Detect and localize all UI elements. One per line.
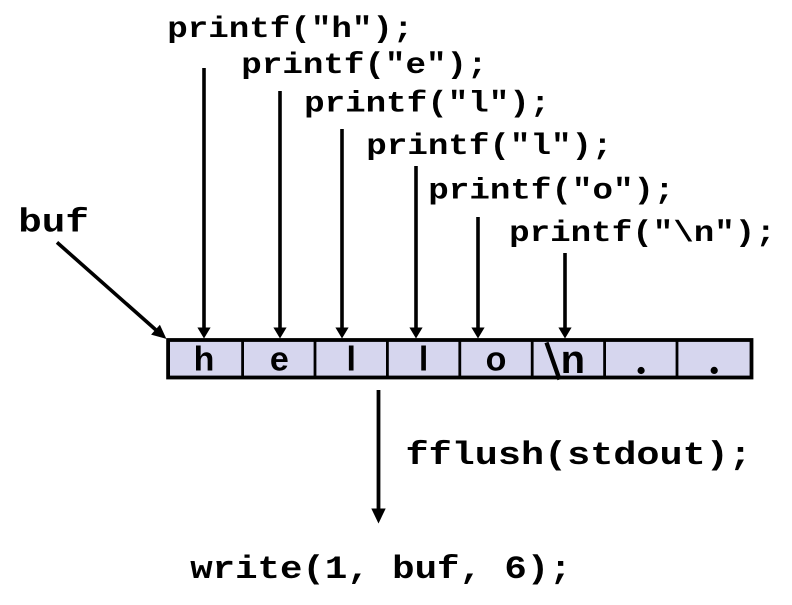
svg-text:printf("\n");: printf("\n"); <box>509 216 776 250</box>
svg-text:printf("e");: printf("e"); <box>241 48 487 82</box>
svg-text:n: n <box>561 338 585 382</box>
svg-text:printf("h");: printf("h"); <box>167 12 413 46</box>
svg-text:fflush(stdout);: fflush(stdout); <box>406 437 752 474</box>
svg-text:l: l <box>346 341 355 379</box>
svg-text:e: e <box>270 341 289 379</box>
svg-text:h: h <box>194 341 215 379</box>
svg-text:printf("l");: printf("l"); <box>304 86 550 120</box>
svg-text:buf: buf <box>18 204 89 242</box>
svg-text:printf("l");: printf("l"); <box>366 129 612 163</box>
svg-text:printf("o");: printf("o"); <box>428 173 674 207</box>
svg-text:o: o <box>486 341 507 379</box>
svg-text:l: l <box>419 341 428 379</box>
svg-text:write(1, buf, 6);: write(1, buf, 6); <box>190 551 571 588</box>
